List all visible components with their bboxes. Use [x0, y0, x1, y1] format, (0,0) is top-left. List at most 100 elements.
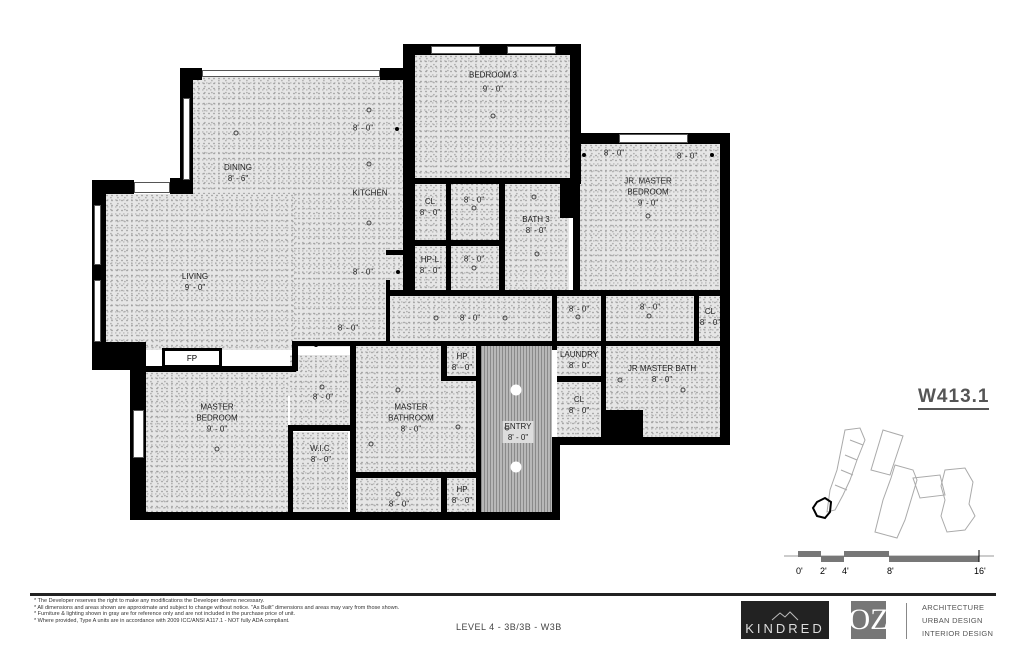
- ceiling-light-icon: [455, 424, 461, 430]
- footer-divider: [30, 593, 996, 596]
- room-hallway: [388, 296, 552, 341]
- wall: [499, 178, 505, 290]
- room-bath3: [505, 184, 569, 290]
- window: [134, 182, 170, 193]
- room-master-closet-hall: [290, 355, 350, 425]
- wall: [573, 144, 580, 290]
- wall: [557, 376, 601, 382]
- scale-tick: 2': [820, 566, 827, 576]
- height-jr-right: 8' - 0": [676, 151, 698, 161]
- wall: [386, 250, 406, 255]
- wall: [403, 178, 573, 184]
- ceiling-light-icon: [368, 441, 374, 447]
- firm-services: ARCHITECTURE URBAN DESIGN INTERIOR DESIG…: [922, 603, 994, 638]
- height-kitchen-lower: 8' - 0": [352, 267, 374, 277]
- ceiling-light-icon: [490, 113, 496, 119]
- oz-logo: OZ: [849, 601, 889, 639]
- ceiling-light-icon: [471, 265, 477, 271]
- wall: [403, 44, 415, 296]
- ceiling-light-icon: [617, 377, 623, 383]
- height-jr-left: 8' - 0": [603, 148, 625, 158]
- wall: [296, 341, 721, 346]
- wall: [288, 425, 293, 515]
- level-label: LEVEL 4 - 3B/3B - W3B: [456, 622, 562, 632]
- height-hall-mid: 8' - 0": [568, 304, 590, 314]
- ceiling-light-icon: [433, 315, 439, 321]
- mountain-icon: [771, 611, 799, 621]
- room-wic: [292, 432, 348, 512]
- room-label-kitchen: KITCHEN: [352, 188, 388, 198]
- brand-name: KINDRED: [745, 621, 825, 636]
- wall: [694, 290, 699, 346]
- wall: [386, 280, 390, 342]
- wall: [552, 290, 557, 350]
- scale-tick: 4': [842, 566, 849, 576]
- ceiling-light-icon: [366, 220, 372, 226]
- sconce-icon: [396, 270, 400, 274]
- key-plan: [811, 427, 976, 539]
- sconce-icon: [314, 343, 318, 347]
- entry-light-icon: [510, 384, 522, 396]
- wall: [601, 410, 643, 445]
- ceiling-light-icon: [471, 205, 477, 211]
- wall: [601, 290, 606, 440]
- wall: [601, 437, 730, 445]
- room-living: [106, 194, 294, 350]
- wall: [441, 472, 447, 516]
- window: [507, 46, 556, 54]
- sconce-icon: [582, 153, 586, 157]
- room-master-wc: [356, 478, 441, 512]
- window: [619, 134, 688, 143]
- ceiling-light-icon: [504, 425, 510, 431]
- ceiling-light-icon: [534, 251, 540, 257]
- ceiling-light-icon: [214, 446, 220, 452]
- room-cl3: [557, 382, 601, 437]
- height-hallway: 8' - 0": [459, 313, 481, 323]
- ceiling-light-icon: [395, 387, 401, 393]
- wall: [403, 240, 499, 246]
- room-label-wic: W.I.C.8' - 0": [310, 444, 332, 464]
- kindred-logo: KINDRED: [741, 601, 829, 639]
- wall: [146, 366, 296, 372]
- room-hall-mid: [557, 296, 601, 341]
- room-cl2: [699, 296, 721, 341]
- wall: [356, 472, 476, 478]
- height-hall-closet2: 8' - 0": [463, 254, 485, 264]
- wall: [403, 44, 581, 55]
- scale-tick: 16': [974, 566, 986, 576]
- wall: [560, 178, 573, 218]
- logo-divider: [906, 603, 907, 639]
- ceiling-light-icon: [646, 313, 652, 319]
- entry-light-icon: [510, 461, 522, 473]
- ceiling-light-icon: [366, 107, 372, 113]
- sconce-icon: [395, 127, 399, 131]
- scale-bar: 0' 2' 4' 8' 16': [784, 548, 1004, 578]
- room-hp1: [447, 346, 477, 378]
- scale-tick: 8': [887, 566, 894, 576]
- ceiling-light-icon: [395, 491, 401, 497]
- height-master-wc: 8' - 0": [388, 499, 410, 509]
- room-jr-hall: [606, 296, 694, 341]
- wall: [570, 44, 581, 184]
- room-closet-a: [451, 178, 499, 240]
- window: [183, 98, 190, 180]
- wall: [350, 341, 356, 516]
- room-closet-b: [451, 246, 499, 290]
- unit-id: W413.1: [918, 386, 990, 410]
- wall: [441, 341, 447, 381]
- ceiling-light-icon: [319, 384, 325, 390]
- wall: [446, 178, 451, 290]
- wall: [441, 376, 476, 381]
